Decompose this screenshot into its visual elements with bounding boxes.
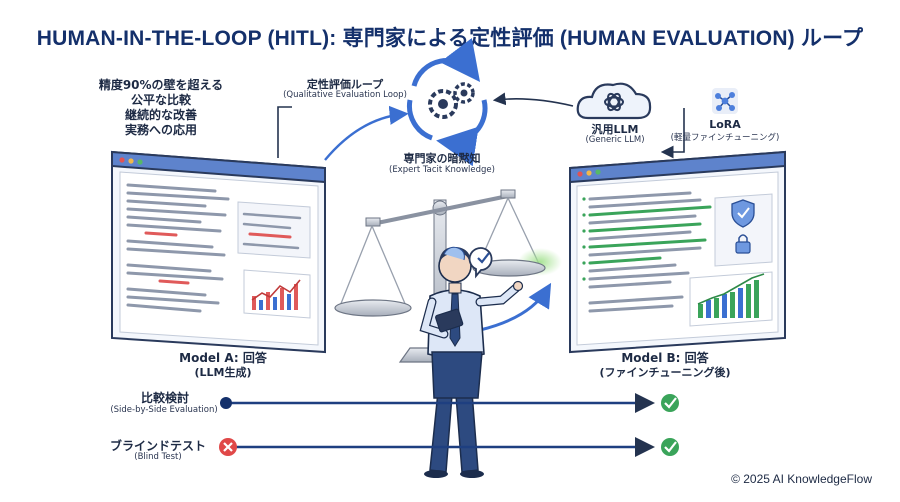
model-b-label: Model B: 回答: [621, 351, 709, 365]
blind-test-label: ブラインドテスト: [109, 439, 206, 453]
benefit-item: 精度90%の壁を超える: [98, 78, 224, 92]
tacit-sub: (Expert Tacit Knowledge): [389, 165, 495, 175]
model-a-window: [111, 150, 326, 354]
lock-icon: [735, 234, 751, 254]
checkmark-icon: [661, 438, 679, 456]
benefit-item: 実務への応用: [124, 123, 197, 137]
tacit-label: 専門家の暗黙知: [403, 152, 481, 165]
model-b-sub: (ファインチューニング後): [599, 366, 731, 379]
copyright: © 2025 AI KnowledgeFlow: [731, 472, 872, 486]
generic-llm-label: 汎用LLM: [591, 123, 639, 136]
model-b-window: [569, 150, 786, 354]
qual-loop-sub: (Qualitative Evaluation Loop): [283, 90, 407, 100]
lora-label: LoRA: [709, 118, 741, 131]
side-by-side-timeline: [220, 393, 679, 413]
checkmark-icon: [661, 394, 679, 412]
lora-sub: (軽量ファインチューニング): [670, 133, 780, 143]
benefit-list: 精度90%の壁を超える 公平な比較 継続的な改善 実務への応用: [96, 78, 226, 138]
cross-icon: [219, 438, 237, 456]
side-by-side-label: 比較検討: [140, 391, 189, 405]
shield-check-icon: [731, 199, 755, 228]
model-a-sub: (LLM生成): [194, 366, 252, 379]
blind-test-timeline: [219, 437, 679, 457]
side-by-side-sub: (Side-by-Side Evaluation): [110, 405, 218, 415]
brain-cloud-icon: [576, 82, 652, 120]
flow-arrows: [277, 92, 685, 332]
blind-test-sub: (Blind Test): [134, 452, 182, 462]
generic-llm-sub: (Generic LLM): [585, 135, 645, 145]
checkmark-icon: [468, 247, 493, 279]
qual-loop-label: 定性評価ループ: [306, 78, 384, 91]
network-icon: [712, 88, 738, 114]
model-a-label: Model A: 回答: [179, 351, 267, 365]
gear-loop-icon: [406, 38, 488, 167]
benefit-item: 継続的な改善: [124, 108, 197, 122]
benefit-item: 公平な比較: [130, 93, 191, 107]
